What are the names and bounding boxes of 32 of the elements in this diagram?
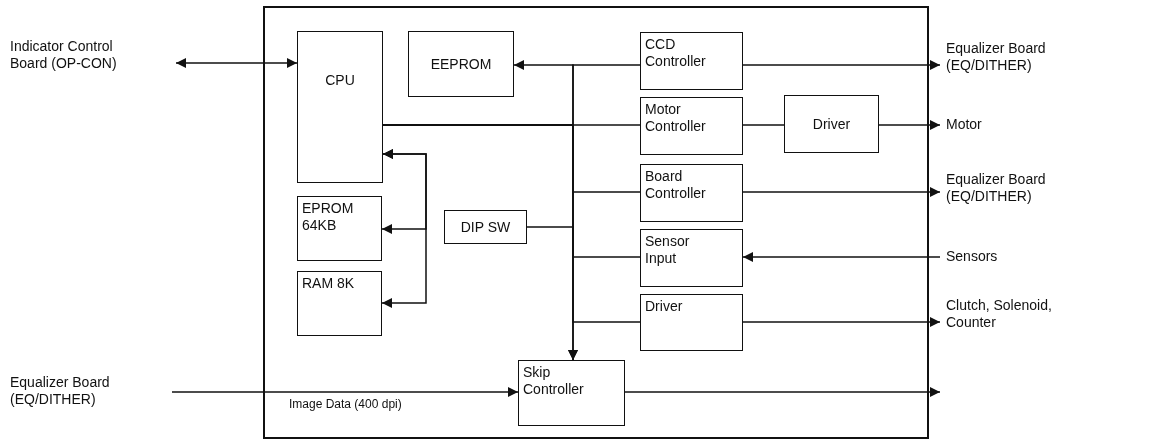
board-frame [263,6,929,439]
block-box: Driver [640,294,743,351]
block-box: Board Controller [640,164,743,222]
arrow [742,187,941,197]
block-box: Motor Controller [640,97,743,155]
block-box: EEPROM [408,31,514,97]
block-box: CCD Controller [640,32,743,90]
edge-label: Image Data (400 dpi) [287,397,404,411]
arrow [175,58,298,68]
external-label: Indicator Control Board (OP-CON) [8,38,176,78]
arrow [526,226,578,361]
block-box: Driver [784,95,879,153]
external-label: Equalizer Board (EQ/DITHER) [940,171,1090,211]
arrow [171,387,519,397]
arrow [742,60,941,70]
external-label: Equalizer Board (EQ/DITHER) [8,374,172,414]
arrow [742,317,941,327]
arrow [742,252,941,262]
external-label: Sensors [940,248,1090,268]
external-label: Equalizer Board (EQ/DITHER) [940,40,1090,80]
arrow [381,149,427,308]
external-label: Clutch, Solenoid, Counter [940,297,1090,357]
block-box: EPROM 64KB [297,196,382,261]
block-box: RAM 8K [297,271,382,336]
block-box: CPU [297,31,383,183]
block-box: Sensor Input [640,229,743,287]
connector-line [742,124,785,126]
arrow [624,387,941,397]
block-box: DIP SW [444,210,527,244]
arrow [878,120,941,130]
external-label: Motor [940,116,1090,136]
block-box: Skip Controller [518,360,625,426]
